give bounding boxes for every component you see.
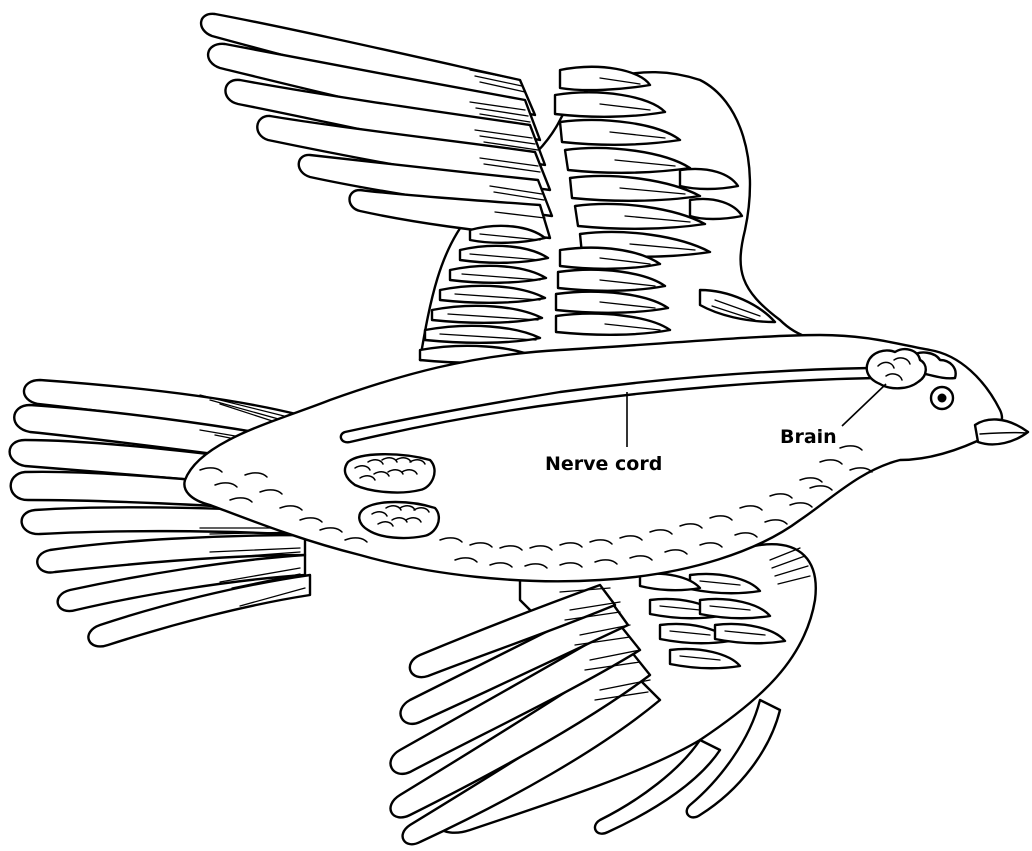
brain-label: Brain [780,426,837,448]
lower-wing [391,544,816,844]
brain [867,349,926,388]
nerve-cord-label: Nerve cord [545,453,662,475]
upper-wing [201,14,810,370]
